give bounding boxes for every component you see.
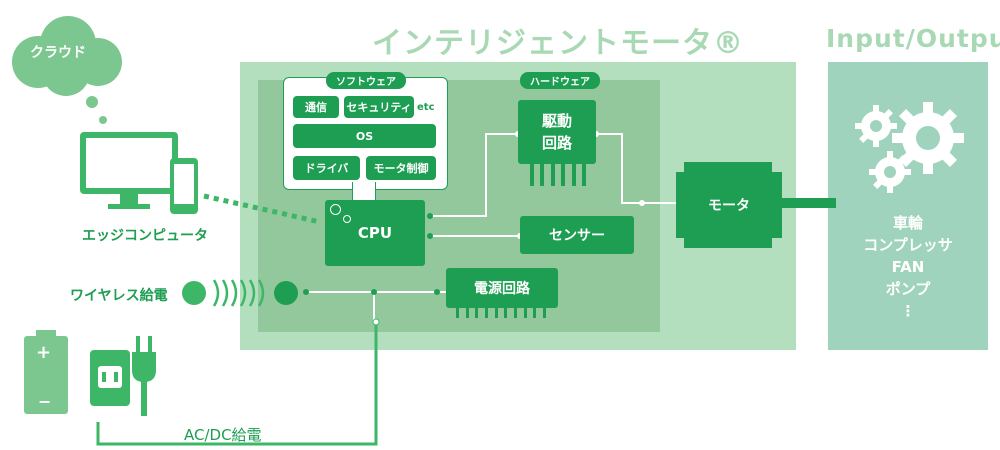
gears-icon: [855, 102, 964, 193]
motor-body-icon: [676, 162, 782, 248]
cloud-label: クラウド: [30, 45, 86, 61]
motor-label: モータ: [708, 198, 750, 214]
io-title: Input/Output: [826, 24, 1000, 53]
power-circuit-pins: [456, 298, 546, 318]
sw-etc: etc: [417, 102, 435, 113]
battery-icon: [24, 330, 68, 414]
sw-os: OS: [293, 124, 436, 148]
cpu-label: CPU: [357, 224, 393, 242]
main-title: インテリジェントモータ®: [372, 26, 744, 61]
cpu-box: CPU: [325, 200, 425, 266]
drive-circuit-box: 駆動 回路: [518, 100, 596, 164]
io-item-compressor: コンプレッサ: [863, 236, 953, 254]
cpu-indicator-small: [343, 215, 351, 223]
acdc-label: AC/DC給電: [184, 426, 262, 444]
software-tag: ソフトウェア: [326, 72, 406, 89]
software-frame-connector: [352, 182, 376, 202]
io-item-more: ⋮: [900, 302, 916, 320]
edge-computer-label: エッジコンピュータ: [82, 228, 208, 244]
outlet-plug-icon: [90, 336, 156, 416]
io-panel: [828, 62, 988, 350]
wireless-label: ワイヤレス給電: [70, 288, 168, 304]
io-item-fan: FAN: [891, 258, 925, 276]
power-circuit-box: 電源回路: [446, 268, 558, 308]
sw-security: セキュリティ: [344, 96, 414, 118]
io-list: 車輪 コンプレッサ FAN ポンプ ⋮: [823, 212, 993, 322]
sw-communication: 通信: [293, 96, 339, 118]
sensor-box: センサー: [520, 216, 634, 254]
wireless-power-icon: [182, 279, 298, 307]
cloud-icon: [12, 16, 122, 96]
battery-plus: +: [36, 342, 52, 363]
edge-computer-icon: [80, 132, 198, 214]
io-item-pump: ポンプ: [885, 280, 931, 298]
sw-motor-control: モータ制御: [366, 156, 436, 180]
sw-driver: ドライバ: [293, 156, 360, 180]
battery-minus: −: [38, 392, 52, 411]
io-item-wheel: 車輪: [892, 214, 923, 232]
drive-circuit-pins: [530, 150, 586, 186]
cpu-indicator-large: [330, 204, 341, 215]
hardware-tag: ハードウェア: [520, 72, 600, 89]
